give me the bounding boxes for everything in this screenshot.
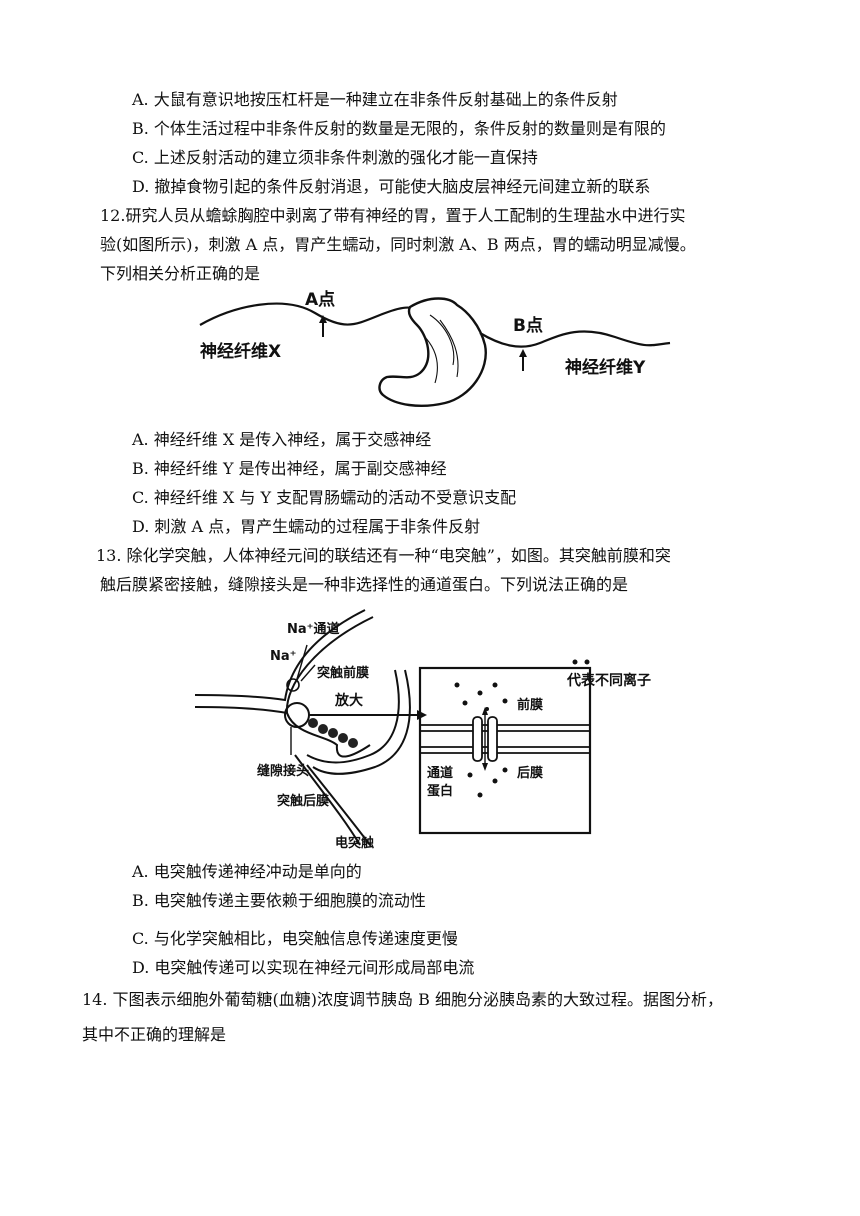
na-ion-label: Na⁺ — [270, 649, 297, 664]
fiber-y-label: 神经纤维Y — [565, 357, 646, 378]
postsynaptic-label: 突触后膜 — [277, 793, 329, 809]
presynaptic-outline-2 — [195, 706, 371, 758]
point-b-arrowhead — [519, 349, 527, 357]
q12-option-b: B. 神经纤维 Y 是传出神经，属于副交感神经 — [132, 459, 447, 478]
enlarge-label: 放大 — [334, 692, 363, 709]
q13-stem-line-1: 13. 除化学突触，人体神经元间的联结还有一种“电突触”，如图。其突触前膜和突 — [96, 546, 671, 565]
postsynaptic-axon — [294, 754, 371, 846]
gap-junction-beads — [308, 718, 358, 748]
presynaptic-outline-3 — [285, 616, 374, 714]
stomach-nerve-figure: A点 B点 神经纤维X 神经纤维Y — [199, 289, 671, 408]
q11-option-a: A. 大鼠有意识地按压杠杆是一种建立在非条件反射基础上的条件反射 — [132, 90, 618, 109]
na-channel-pointer — [296, 644, 308, 680]
presynaptic-outline-1 — [195, 609, 366, 702]
point-a-label: A点 — [305, 289, 335, 310]
channel-protein-right — [487, 716, 498, 762]
q12-stem-line-3: 下列相关分析正确的是 — [100, 264, 261, 283]
q11-option-c: C. 上述反射活动的建立须非条件刺激的强化才能一直保持 — [132, 148, 538, 167]
q11-option-b: B. 个体生活过程中非条件反射的数量是无限的，条件反射的数量则是有限的 — [132, 119, 666, 138]
point-a-arrowhead — [319, 315, 327, 323]
fiber-x-label: 神经纤维X — [200, 341, 281, 362]
q13-option-a: A. 电突触传递神经冲动是单向的 — [132, 862, 362, 881]
gap-junction-label: 缝隙接头 — [257, 763, 309, 779]
q12-option-c: C. 神经纤维 X 与 Y 支配胃肠蠕动的活动不受意识支配 — [132, 488, 517, 507]
q13-option-d: D. 电突触传递可以实现在神经元间形成局部电流 — [132, 958, 475, 977]
na-channel-circle — [286, 678, 300, 692]
q14-stem-line-1: 14. 下图表示细胞外葡萄糖(血糖)浓度调节胰岛 B 细胞分泌胰岛素的大致过程。… — [82, 990, 723, 1009]
legend-dots — [572, 659, 590, 665]
nerve-fiber-x-line — [199, 302, 421, 326]
enlarged-box — [418, 666, 592, 835]
q12-option-d: D. 刺激 A 点，胃产生蠕动的过程属于非条件反射 — [132, 517, 481, 536]
channel-arrowhead-down — [482, 763, 488, 771]
ion-dots — [454, 682, 508, 798]
enlarge-arrowhead — [417, 710, 427, 720]
q11-option-d: D. 撤掉食物引起的条件反射消退，可能使大脑皮层神经元间建立新的联系 — [132, 177, 651, 196]
front-membrane-label: 前膜 — [517, 697, 543, 713]
q12-stem-line-2: 验(如图所示)，刺激 A 点，胃产生蠕动，同时刺激 A、B 两点，胃的蠕动明显减… — [100, 235, 696, 254]
q13-option-c: C. 与化学突触相比，电突触信息传递速度更慢 — [132, 929, 458, 948]
legend-label: 代表不同离子 — [566, 672, 651, 689]
rear-membrane-label: 后膜 — [517, 765, 543, 781]
channel-protein-label-2: 蛋白 — [427, 783, 453, 799]
q14-stem-line-2: 其中不正确的理解是 — [82, 1025, 227, 1044]
q12-option-a: A. 神经纤维 X 是传入神经，属于交感神经 — [132, 430, 432, 449]
presynaptic-pointer — [300, 664, 316, 682]
figure-caption: 电突触 — [335, 835, 374, 851]
postsynaptic-outline-1 — [306, 669, 400, 764]
na-channel-label: Na⁺通道 — [287, 621, 340, 637]
presynaptic-label: 突触前膜 — [317, 665, 369, 681]
postsynaptic-outline-2 — [312, 669, 411, 775]
q13-option-b: B. 电突触传递主要依赖于细胞膜的流动性 — [132, 891, 426, 910]
stomach-texture — [422, 314, 459, 384]
nerve-fiber-y-line — [479, 330, 671, 348]
stomach-shape — [378, 297, 487, 408]
q12-stem-line-1: 12.研究人员从蟾蜍胸腔中剥离了带有神经的胃，置于人工配制的生理盐水中进行实 — [100, 206, 686, 225]
channel-arrowhead-up — [482, 707, 488, 715]
q13-stem-line-2: 触后膜紧密接触，缝隙接头是一种非选择性的通道蛋白。下列说法正确的是 — [100, 575, 629, 594]
electrical-synapse-figure: Na⁺通道 Na⁺ 突触前膜 放大 代表不同离子 缝隙接头 突触后膜 前膜 后膜… — [195, 609, 651, 851]
channel-protein-left — [472, 716, 483, 762]
point-b-label: B点 — [513, 315, 543, 336]
channel-protein-label-1: 通道 — [427, 765, 453, 781]
